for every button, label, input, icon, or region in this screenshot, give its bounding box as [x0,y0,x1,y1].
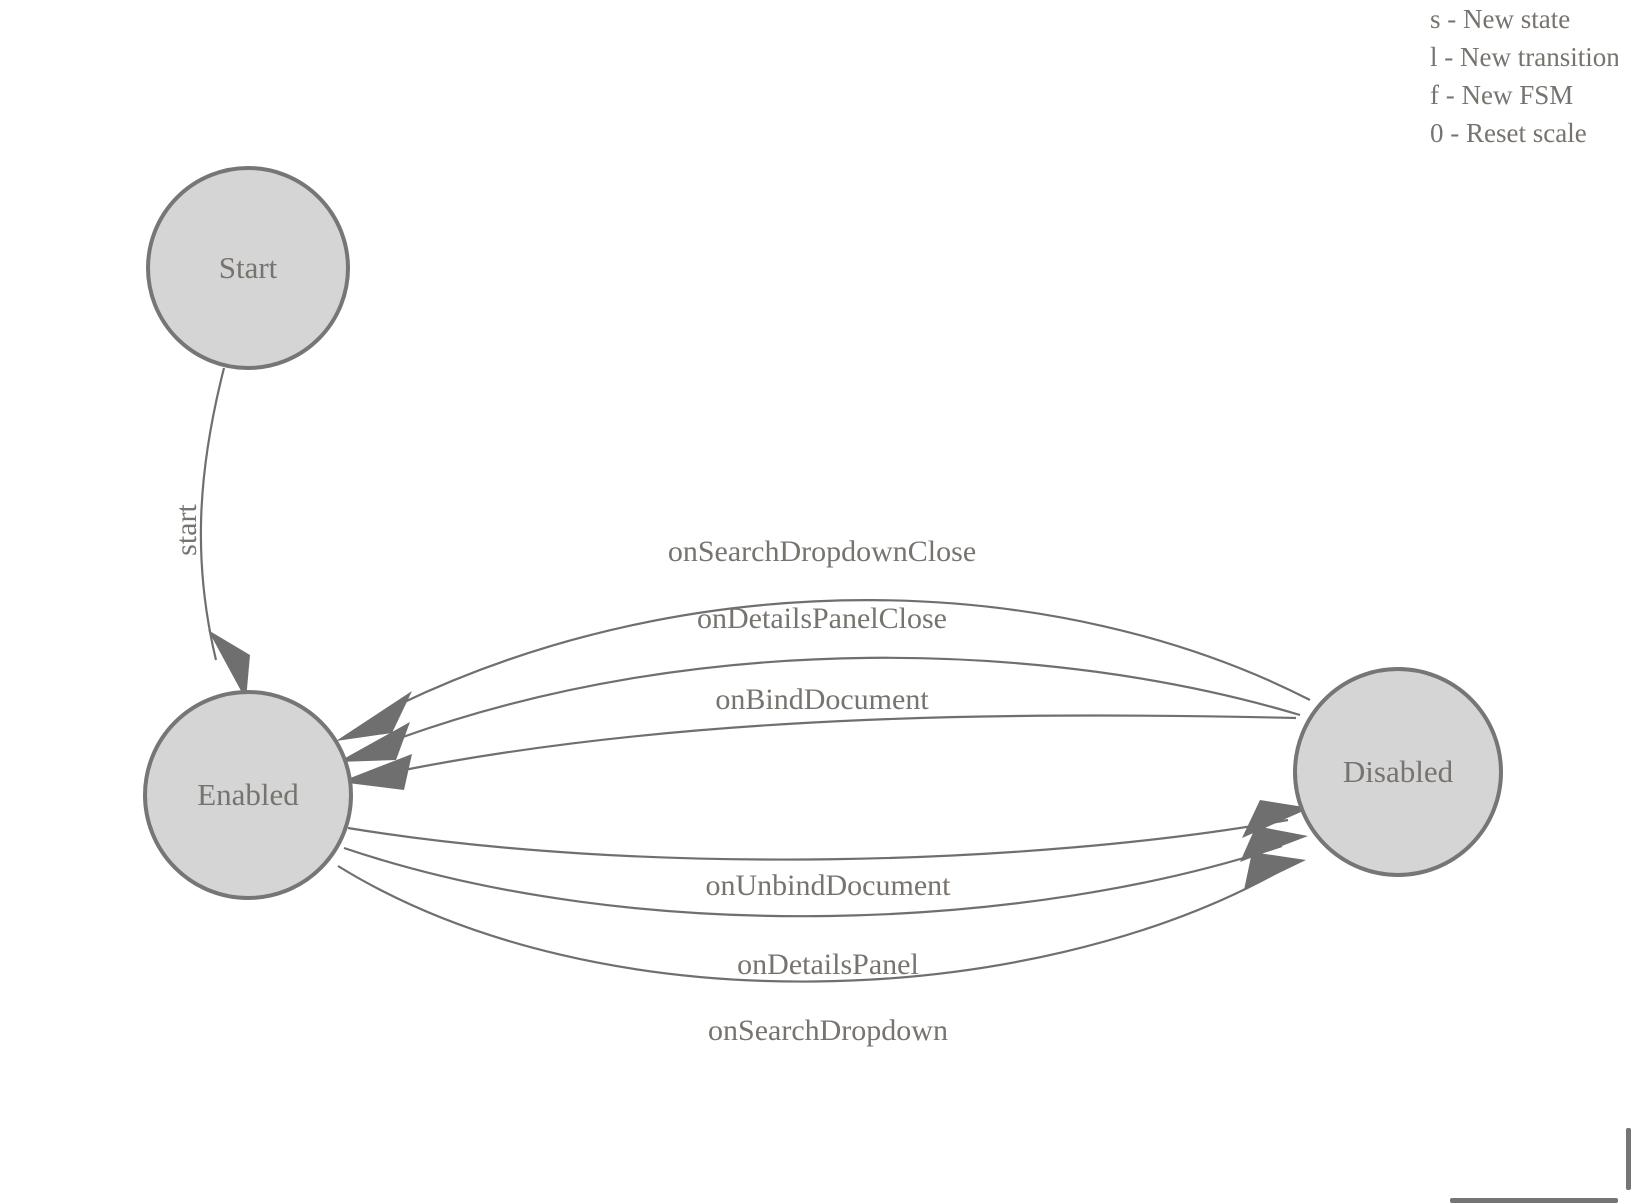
transition-onsearchdropdownclose[interactable]: onSearchDropdownClose [336,535,1311,741]
transition-ondetailspanel-path [343,844,1283,918]
state-node-start-label: Start [219,250,278,285]
transition-onbinddocument[interactable]: onBindDocument [340,683,1297,790]
transition-ondetailspanel[interactable]: onDetailsPanel [343,826,1308,981]
shortcut-new-fsm: f - New FSM [1430,80,1574,110]
shortcut-new-state: s - New state [1430,4,1571,34]
state-node-start-shape[interactable] [146,166,350,370]
keyboard-shortcuts-overlay: s - New state l - New transition f - New… [1430,0,1632,160]
state-node-start[interactable]: Start [146,166,350,370]
transition-ondetailspanelclose[interactable]: onDetailsPanelClose [338,602,1301,762]
shortcut-new-transition: l - New transition [1430,42,1620,72]
transition-start-arrowhead [208,630,250,700]
transition-onsearchdropdownclose-path [397,599,1311,706]
transition-ondetailspanelclose-path [399,656,1301,740]
transition-start[interactable]: start [170,367,250,700]
transition-onsearchdropdownclose-label: onSearchDropdownClose [668,535,976,568]
state-node-enabled[interactable]: Enabled [143,690,353,900]
transition-onbinddocument-arrowhead [340,754,412,790]
transition-onsearchdropdownclose-arrowhead [336,691,412,741]
vertical-scrollbar[interactable] [1618,0,1632,1190]
horizontal-scrollbar-thumb[interactable] [1450,1198,1618,1203]
state-node-disabled-shape[interactable] [1293,667,1503,877]
vertical-scrollbar-thumb[interactable] [1626,1128,1631,1190]
transition-ondetailspanel-label: onDetailsPanel [737,948,919,981]
transition-onsearchdropdown-path [337,865,1279,983]
state-node-disabled[interactable]: Disabled [1293,667,1503,877]
horizontal-scrollbar[interactable] [0,1190,1618,1204]
transition-onunbinddocument-label: onUnbindDocument [706,869,952,902]
transition-onsearchdropdown-arrowhead [1244,852,1306,890]
state-node-enabled-label: Enabled [197,777,299,812]
state-node-disabled-label: Disabled [1343,754,1454,789]
state-node-enabled-shape[interactable] [143,690,353,900]
transition-onunbinddocument-path [347,818,1289,861]
transition-start-label: start [170,504,203,556]
transition-ondetailspanelclose-arrowhead [338,722,410,762]
shortcut-reset-scale: 0 - Reset scale [1430,118,1587,148]
transition-onbinddocument-path [403,714,1297,772]
transition-onsearchdropdown-label: onSearchDropdown [708,1014,948,1047]
transition-onbinddocument-label: onBindDocument [715,683,929,716]
transition-start-path [199,367,226,661]
transition-ondetailspanelclose-label: onDetailsPanelClose [697,602,947,635]
transition-onsearchdropdown[interactable]: onSearchDropdown [337,852,1306,1047]
